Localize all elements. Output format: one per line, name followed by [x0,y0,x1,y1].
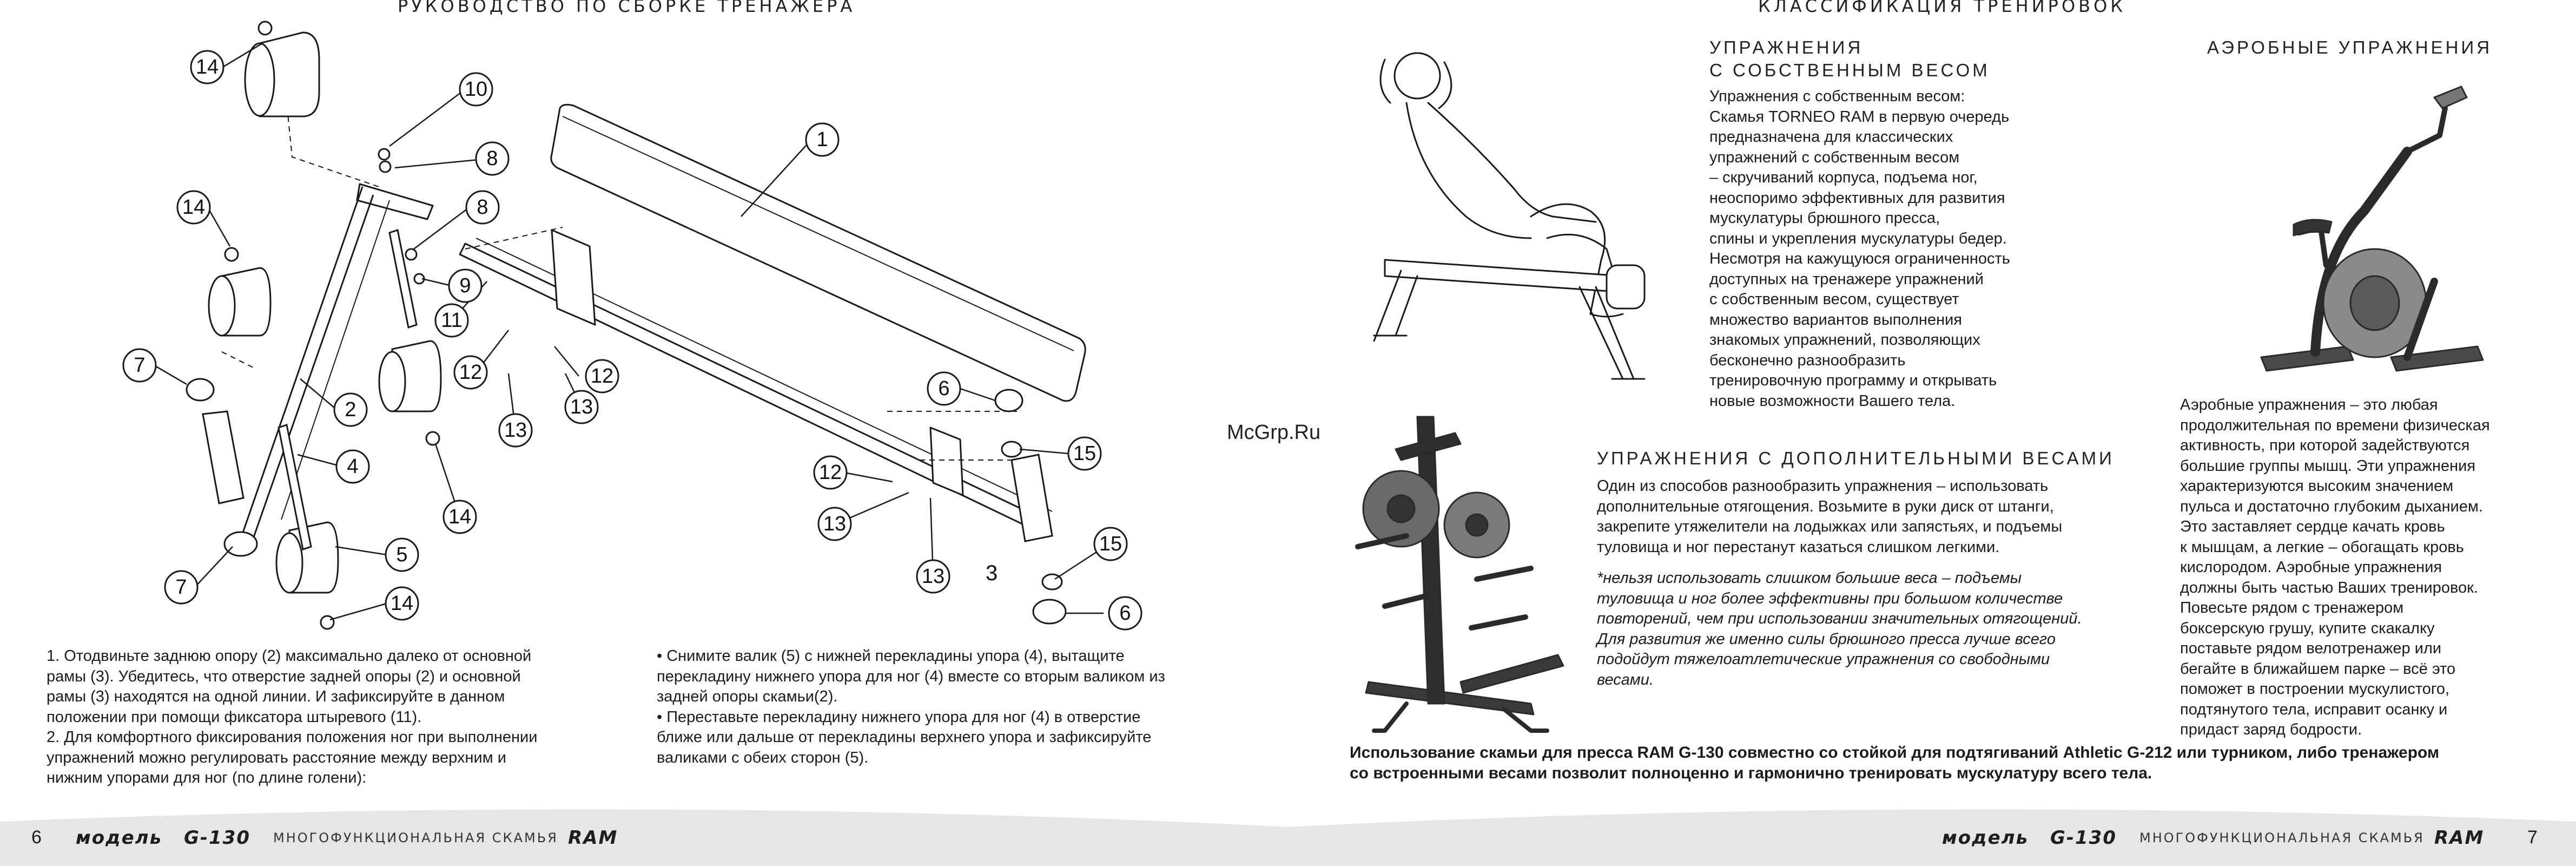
callout-15-a: 15 [1067,436,1102,471]
callout-12-c: 12 [813,455,848,490]
callout-1: 1 [805,122,840,157]
callout-13-b: 13 [564,390,599,424]
callout-9: 9 [448,268,483,303]
weights-note: *нельзя использовать слишком большие вес… [1597,569,2082,688]
weights-title: УПРАЖНЕНИЯ С ДОПОЛНИТЕЛЬНЫМИ ВЕСАМИ [1597,448,2115,468]
callout-6-a: 6 [927,371,961,406]
svg-text:5: 5 [396,543,407,566]
watermark: McGrp.Ru [1227,421,1321,444]
svg-text:15: 15 [1099,533,1122,555]
callout-11: 11 [434,303,469,338]
callout-7-b: 7 [164,570,199,605]
callout-7-a: 7 [122,348,157,383]
callout-14-c: 14 [442,500,477,534]
svg-text:13: 13 [504,419,527,442]
callout-8-b: 8 [465,190,500,225]
callout-8-a: 8 [475,141,510,176]
footer-subtitle-right: МНОГОФУНКЦИОНАЛЬНАЯ СКАМЬЯ [2139,830,2425,845]
callout-10: 10 [459,72,493,107]
svg-text:12: 12 [591,365,613,388]
weights-text: Один из способов разнообразить упражнени… [1597,477,2063,556]
footer-brand-left: RAM [568,827,618,849]
instructions-col2: • Снимите валик (5) с нижней перекладины… [657,647,1165,766]
weight-tree-illustration [1355,416,1564,733]
callout-15-b: 15 [1093,527,1128,561]
svg-text:13: 13 [570,396,593,418]
footer-model-word-right: модель [1942,827,2029,849]
svg-text:15: 15 [1073,442,1096,465]
svg-text:7: 7 [134,354,145,377]
footer-band [0,809,2576,866]
aerobic-text: Аэробные упражнения – это любая продолжи… [2180,396,2490,738]
svg-text:6: 6 [1119,602,1131,625]
svg-text:8: 8 [477,196,488,219]
rear-support [356,183,434,220]
aerobic-title: АЭРОБНЫЕ УПРАЖНЕНИЯ [2207,37,2493,57]
bench-pad [550,103,1086,402]
footer-model-code-left: G-130 [184,827,250,849]
callout-13-a: 13 [498,413,533,448]
svg-text:14: 14 [196,56,219,78]
callout-13-c: 13 [817,507,852,541]
right-page-title: КЛАССИФИКАЦИЯ ТРЕНИРОВОК [1758,0,2126,16]
callout-14-d: 14 [385,586,419,621]
svg-text:12: 12 [459,361,482,384]
svg-text:2: 2 [345,398,356,421]
callout-2: 2 [333,392,368,427]
svg-text:13: 13 [922,565,944,588]
svg-text:14: 14 [182,196,205,219]
callout-13-d: 13 [916,559,950,594]
callout-5: 5 [385,537,419,572]
bodyweight-text: Упражнения с собственным весом: Скамья T… [1709,88,2010,410]
situp-illustration [1373,52,1646,380]
svg-text:4: 4 [347,455,358,478]
right-page-number: 7 [2527,827,2538,848]
svg-text:1: 1 [816,128,828,151]
left-page-title: РУКОВОДСТВО ПО СБОРКЕ ТРЕНАЖЕРА [398,0,856,16]
svg-text:10: 10 [465,78,487,101]
svg-text:8: 8 [486,147,498,170]
footer-model-code-right: G-130 [2050,827,2117,849]
svg-text:7: 7 [175,576,187,599]
callout-14-b: 14 [176,190,211,225]
bottom-text: Использование скамьи для пресса RAM G-13… [1350,744,2440,782]
left-page-number: 6 [31,827,42,848]
callout-12-b: 12 [585,359,619,393]
svg-text:14: 14 [448,506,471,528]
bodyweight-title-2: С СОБСТВЕННЫМ ВЕСОМ [1709,60,1990,80]
bodyweight-title-1: УПРАЖНЕНИЯ [1709,37,1864,57]
callout-4: 4 [335,449,370,484]
callout-12-a: 12 [453,355,488,390]
footer-subtitle-left: МНОГОФУНКЦИОНАЛЬНАЯ СКАМЬЯ [273,830,558,845]
instructions-col1: 1. Отодвиньте заднюю опору (2) максималь… [47,647,538,786]
footer-model-word-left: модель [76,827,163,849]
footer-brand-right: RAM [2434,827,2485,849]
callout-6-b: 6 [1108,596,1142,631]
svg-text:6: 6 [938,377,949,400]
figure-number: 3 [986,561,998,585]
assembly-diagram: 14 10 8 1 14 8 9 11 7 2 12 12 13 13 4 14… [122,21,1142,631]
svg-text:11: 11 [441,309,462,332]
exercise-bike-illustration [2260,86,2484,372]
svg-text:12: 12 [819,461,842,484]
callout-14-a: 14 [190,50,224,84]
svg-text:14: 14 [391,592,413,615]
svg-text:9: 9 [459,274,471,297]
svg-text:13: 13 [823,513,846,535]
